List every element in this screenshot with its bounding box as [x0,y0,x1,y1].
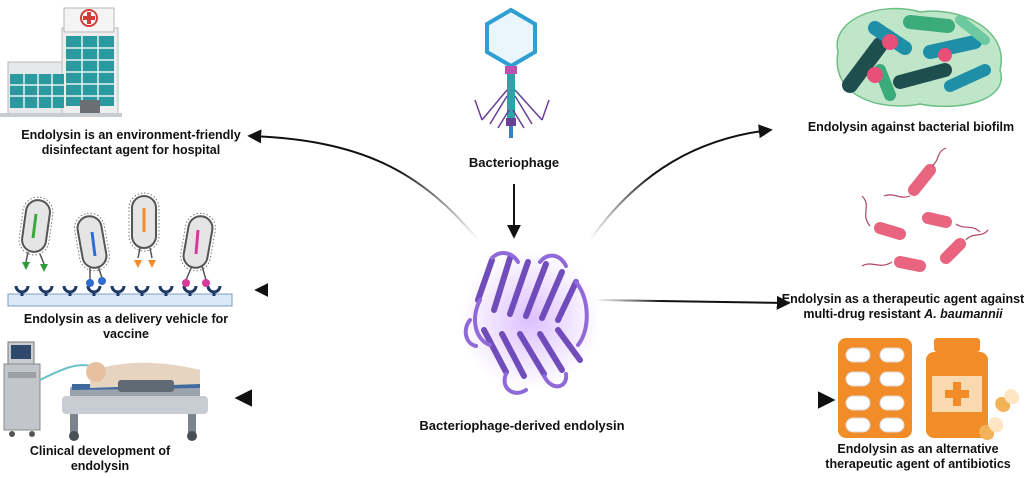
clinical-label-line1: Clinical development of [29,444,171,458]
arrows [234,124,836,409]
biofilm-label: Endolysin against bacterial biofilm [800,120,1022,135]
bacteriophage-icon [474,7,550,138]
endolysin-label: Bacteriophage-derived endolysin [419,418,624,433]
vaccine-label-line1: Endolysin as a delivery vehicle for vacc… [23,312,229,341]
clinical-label: Clinical development of endolysin [0,444,200,474]
arrow-to-baumannii [594,295,791,310]
hospital-label-line2: disinfectant agent for hospital [41,143,221,157]
hospital-building-icon [0,7,122,117]
antibiotics-label-line2: therapeutic agent of antibiotics [825,457,1011,471]
biofilm-icon [836,7,1003,108]
baumannii-label-line1: Endolysin as a therapeutic agent against [781,292,1025,306]
biofilm-label-line1: Endolysin against bacterial biofilm [807,120,1015,134]
baumannii-label: Endolysin as a therapeutic agent against… [778,292,1028,322]
arrow-to-hospital [247,129,479,241]
arrow-to-biofilm [589,124,773,241]
antibiotics-label-line1: Endolysin as an alternative [837,442,999,456]
bacteriophage-label: Bacteriophage [469,155,559,170]
endolysin-protein-icon [460,250,600,395]
hospital-label: Endolysin is an environment-friendly dis… [0,128,262,158]
baumannii-species-name: A. baumannii [924,307,1003,321]
hospital-bed-icon [3,341,208,441]
baumannii-label-line2: multi-drug resistant A. baumannii [778,307,1028,322]
bacteria-icon [861,147,989,272]
pills-icon [838,338,1020,441]
baumannii-label-prefix: multi-drug resistant [803,307,925,321]
clinical-label-line2: endolysin [70,459,130,473]
hospital-label-line1: Endolysin is an environment-friendly [21,128,241,142]
antibiotics-label: Endolysin as an alternative therapeutic … [812,442,1024,472]
vaccine-delivery-icon [7,192,233,307]
vaccine-label: Endolysin as a delivery vehicle for vacc… [0,312,252,342]
